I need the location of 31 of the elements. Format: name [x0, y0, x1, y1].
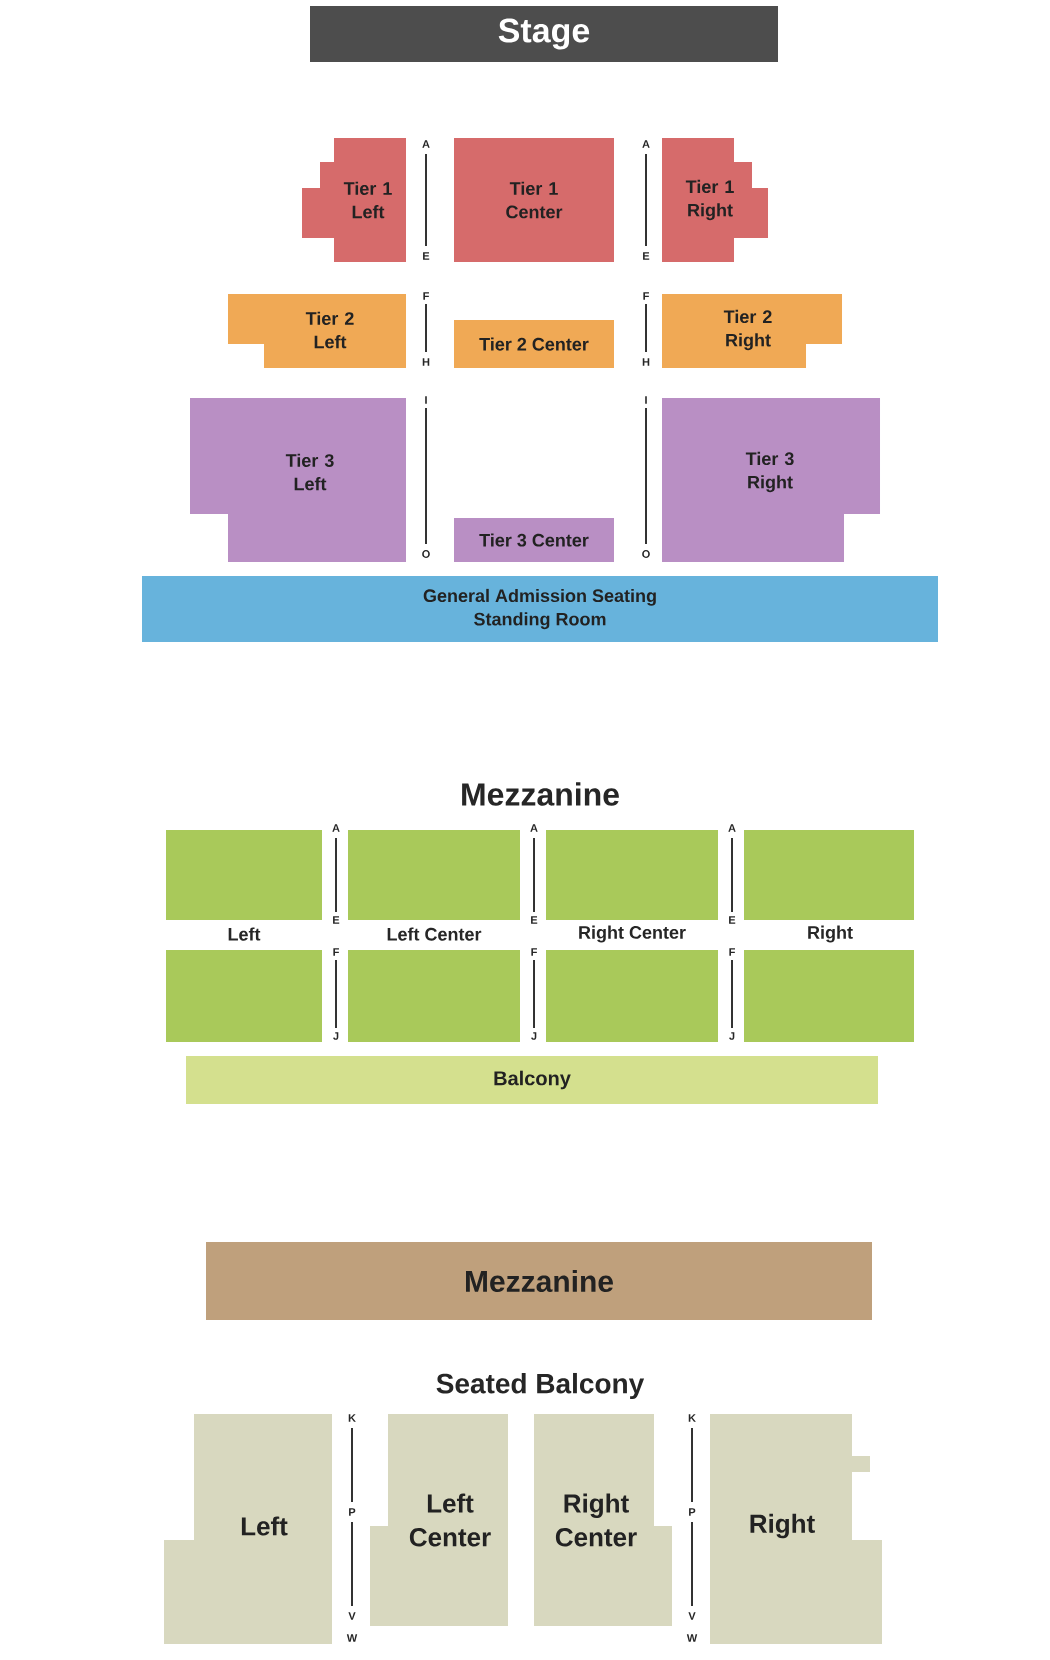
- seating-section: Left: [164, 1414, 332, 1644]
- seating-section: Tier 3 Center: [454, 518, 614, 562]
- seating-section: Tier 1 Left: [302, 138, 406, 262]
- seating-section: [166, 830, 322, 920]
- seating-section: Right Center: [534, 1414, 672, 1626]
- section-heading: Mezzanine: [462, 782, 619, 806]
- seating-section: Tier 2 Center: [454, 320, 614, 368]
- seating-section: Tier 1 Center: [454, 138, 614, 262]
- section-heading: Seated Balcony: [436, 1372, 645, 1400]
- seating-section: [546, 950, 718, 1042]
- seating-section: Tier 1 Right: [662, 138, 768, 262]
- section-label: Right: [808, 925, 853, 943]
- seating-section: General Admission Seating Standing Room: [142, 576, 938, 642]
- seating-section: [744, 950, 914, 1042]
- seating-section: [166, 950, 322, 1042]
- seating-section: Mezzanine: [206, 1242, 872, 1320]
- seating-section: [744, 830, 914, 920]
- seating-section: Tier 2 Right: [662, 294, 842, 368]
- section-label: Left Center: [387, 927, 482, 941]
- seating-section: Tier 2 Left: [228, 294, 406, 368]
- seating-section: Right: [710, 1414, 882, 1644]
- section-label: Left: [228, 927, 261, 941]
- section-label: Right Center: [579, 925, 686, 943]
- seating-section: [348, 950, 520, 1042]
- stage-box: Stage: [310, 6, 778, 62]
- seating-section: [348, 830, 520, 920]
- seating-section: Balcony: [186, 1056, 878, 1104]
- seating-section: [546, 830, 718, 920]
- seating-section: Tier 3 Left: [190, 398, 406, 562]
- seating-section: Left Center: [370, 1414, 508, 1626]
- seating-section: Tier 3 Right: [662, 398, 880, 562]
